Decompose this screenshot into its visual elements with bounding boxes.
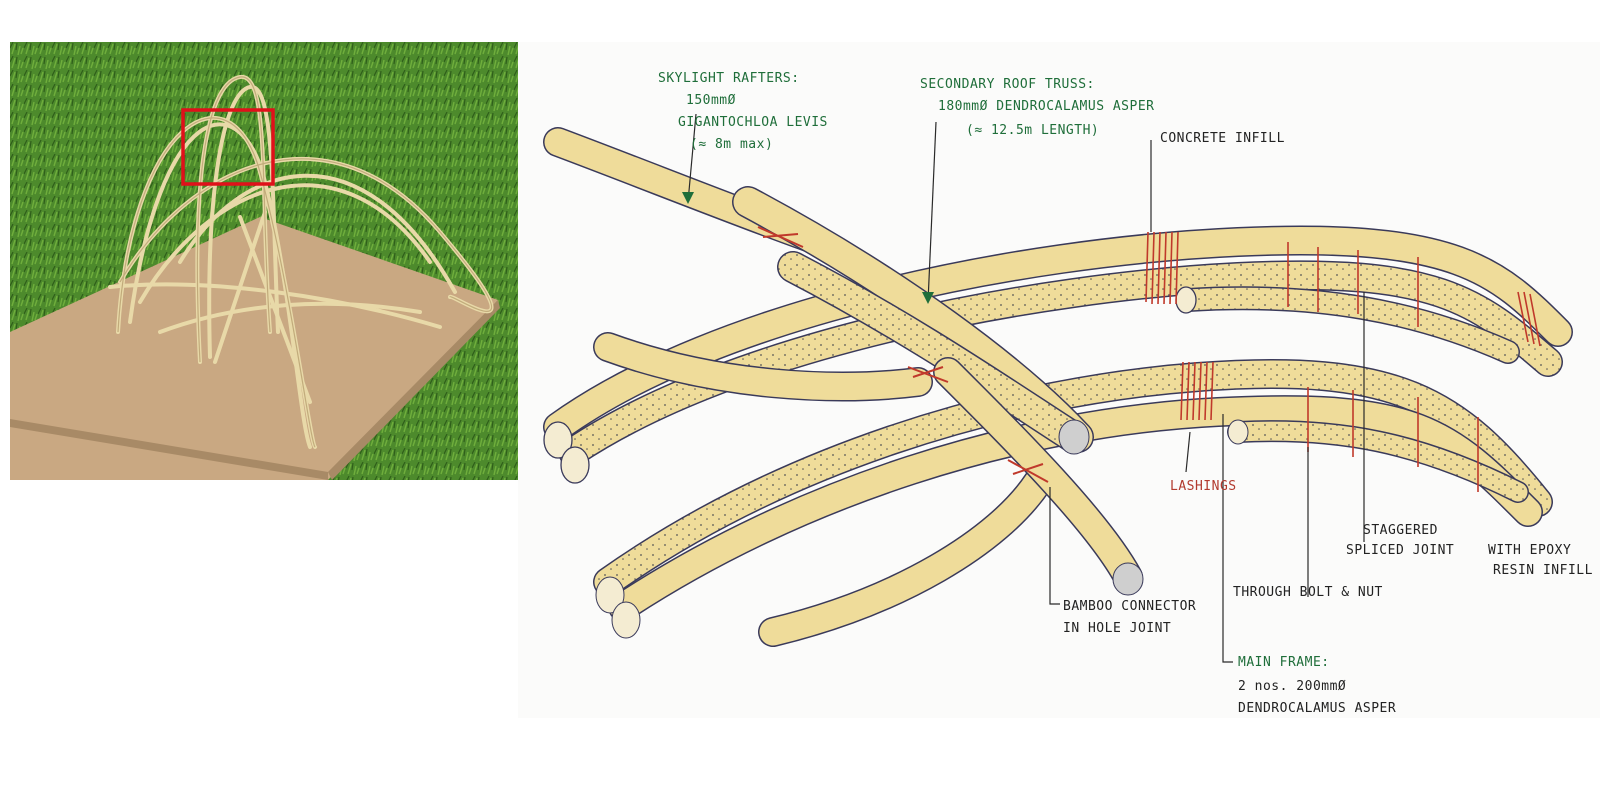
lashing-marks [757, 226, 1541, 492]
skylight-rafters-species: GIGANTOCHLOA LEVIS [678, 115, 828, 130]
skylight-rafters-diameter: 150mmØ [686, 93, 736, 108]
secondary-truss-spec: 180mmØ DENDROCALAMUS ASPER [938, 99, 1155, 114]
label-main-frame: MAIN FRAME: 2 nos. 200mmØ DENDROCALAMUS … [1238, 655, 1396, 716]
leader-lines [687, 113, 1365, 663]
bamboo-connector-line1: BAMBOO CONNECTOR [1063, 599, 1196, 614]
detail-highlight-box [181, 108, 275, 186]
secondary-roof-truss [732, 186, 1144, 596]
main-frame-species: DENDROCALAMUS ASPER [1238, 701, 1396, 716]
staggered-joint-line4: RESIN INFILL [1493, 563, 1593, 578]
skylight-rafters-title: SKYLIGHT RAFTERS: [658, 71, 800, 86]
label-through-bolt: THROUGH BOLT & NUT [1233, 585, 1383, 600]
label-secondary-truss: SECONDARY ROOF TRUSS: 180mmØ DENDROCALAM… [920, 77, 1155, 138]
bamboo-connector-line2: IN HOLE JOINT [1063, 621, 1171, 636]
joint-detail-sketch: SKYLIGHT RAFTERS: 150mmØ GIGANTOCHLOA LE… [518, 42, 1600, 718]
secondary-truss-length: (≈ 12.5m LENGTH) [966, 123, 1099, 138]
skylight-rafters-length: (≈ 8m max) [690, 137, 773, 152]
main-frame-title: MAIN FRAME: [1238, 655, 1330, 670]
lower-main-frame [593, 358, 1553, 647]
cardboard-base-edge [10, 419, 328, 480]
label-skylight-rafters: SKYLIGHT RAFTERS: 150mmØ GIGANTOCHLOA LE… [658, 71, 828, 152]
main-frame-count: 2 nos. 200mmØ [1238, 679, 1346, 694]
model-photo-illustration [10, 42, 518, 480]
staggered-joint-line2: SPLICED JOINT [1346, 543, 1454, 558]
secondary-truss-title: SECONDARY ROOF TRUSS: [920, 77, 1095, 92]
sketch-drawing: SKYLIGHT RAFTERS: 150mmØ GIGANTOCHLOA LE… [543, 71, 1593, 716]
cardboard-base [10, 217, 498, 480]
label-bamboo-connector: BAMBOO CONNECTOR IN HOLE JOINT [1063, 599, 1196, 636]
model-photo [10, 42, 518, 480]
label-concrete-infill: CONCRETE INFILL [1160, 131, 1285, 146]
staggered-joint-line3: WITH EPOXY [1488, 543, 1571, 558]
label-staggered-joint: STAGGERED SPLICED JOINT WITH EPOXY RESIN… [1346, 523, 1593, 578]
label-lashings: LASHINGS [1170, 479, 1237, 494]
staggered-joint-line1: STAGGERED [1363, 523, 1438, 538]
